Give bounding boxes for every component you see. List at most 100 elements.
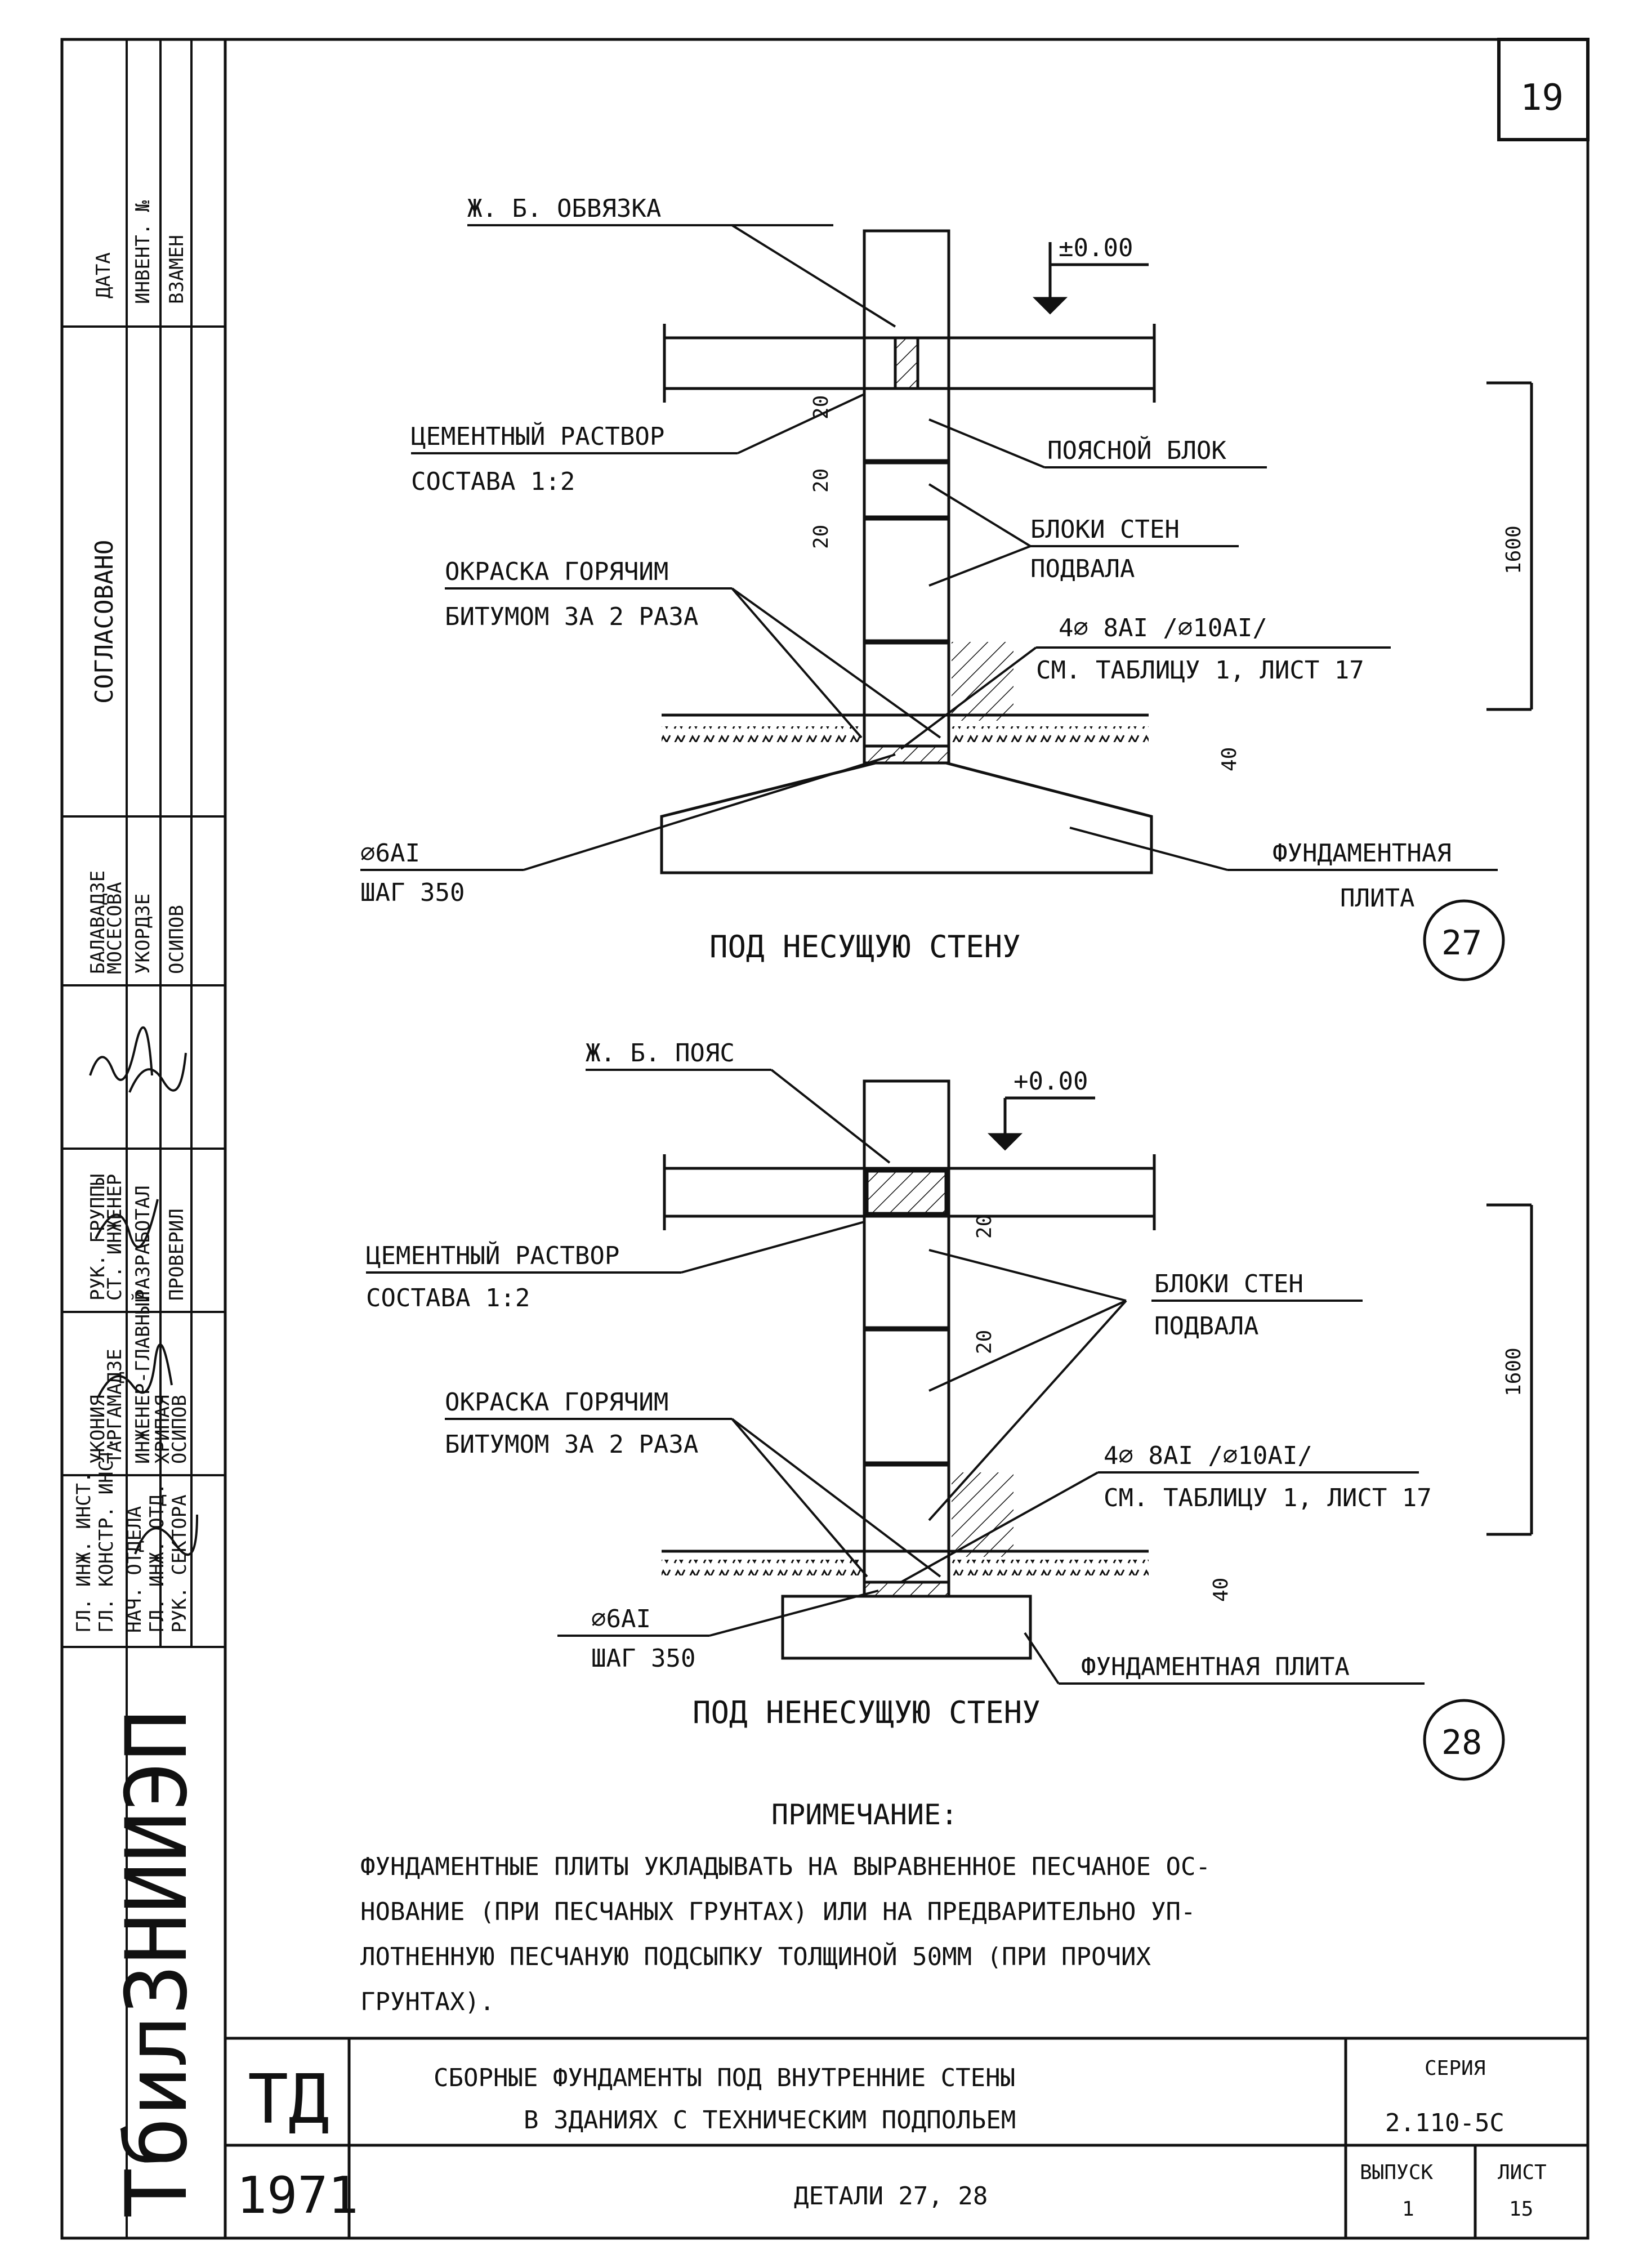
stamp-role-0: ГЛ. ИНЖ. ИНСТ.: [73, 1471, 95, 1633]
d28-caption: ПОД НЕНЕСУЩУЮ СТЕНУ: [693, 1695, 1041, 1730]
d28-blocks-1: БЛОКИ СТЕН: [1154, 1270, 1303, 1298]
stamp-inv: ИНВЕНТ. №: [132, 200, 154, 304]
level-mark-28: [987, 1096, 1095, 1151]
rebar-hatch-27: [952, 642, 1014, 721]
d27-slab-2: ПЛИТА: [1340, 884, 1414, 913]
note-heading: ПРИМЕЧАНИЕ:: [771, 1798, 958, 1831]
sheet-value: 15: [1509, 2198, 1533, 2221]
d27-paint-2: БИТУМОМ ЗА 2 РАЗА: [445, 602, 698, 631]
floor-slab-28: [663, 1154, 1156, 1230]
d27-paint-1: ОКРАСКА ГОРЯЧИМ: [445, 557, 668, 586]
d28-mortar-2: СОСТАВА 1:2: [366, 1284, 530, 1312]
d28-dim-40: 40: [1209, 1578, 1233, 1602]
stamp-role3-3: ПРОВЕРИЛ: [166, 1208, 188, 1301]
stamp-role-2: НАЧ. ОТДЕЛА: [123, 1506, 146, 1633]
stamp-role-3: ГЛ. ИНЖ. ОТД.: [146, 1483, 168, 1633]
d27-dim-1600: 1600: [1502, 525, 1525, 574]
wall-27: [863, 229, 950, 763]
page-number: 19: [1520, 77, 1564, 119]
stamp-role-1: ГЛ. КОНСТР. ИНСТ.: [95, 1437, 118, 1633]
d27-caption: ПОД НЕСУЩУЮ СТЕНУ: [709, 929, 1021, 965]
note-line-4: ГРУНТАХ).: [360, 1988, 494, 2016]
wall-28: [863, 1079, 950, 1596]
d28-rebar-1: 4⌀ 8AI /⌀10AI/: [1104, 1441, 1312, 1470]
series-value: 2.110-5С: [1385, 2109, 1504, 2137]
sheet-label: ЛИСТ: [1498, 2161, 1547, 2184]
stamp-role3-1: СТ. ИНЖЕНЕР: [104, 1174, 126, 1301]
stamp-name-1: МОСЕСОВА: [104, 882, 126, 974]
stamp-role3-0: РУК. ГРУППЫ: [87, 1174, 109, 1301]
title-block: [225, 2037, 1588, 2238]
td-mark: ТД: [248, 2061, 329, 2139]
d27-belt-block: ПОЯСНОЙ БЛОК: [1047, 435, 1226, 465]
stamp-name-2: УКОРДЗЕ: [132, 894, 154, 974]
org-logo: ТбилЗНИИЭП: [108, 1710, 206, 2218]
d27-beam-label: Ж. Б. ОБВЯЗКА: [467, 194, 661, 223]
d27-rebar-1: 4⌀ 8AI /⌀10AI/: [1059, 614, 1267, 642]
ground-27: [662, 713, 1149, 765]
note-line-2: НОВАНИЕ (ПРИ ПЕСЧАНЫХ ГРУНТАХ) ИЛИ НА ПР…: [360, 1898, 1195, 1926]
stamp-role2-1: ТАРГАМАДЗЕ: [104, 1349, 126, 1464]
d28-mortar-1: ЦЕМЕНТНЫЙ РАСТВОР: [366, 1240, 619, 1270]
d28-paint-2: БИТУМОМ ЗА 2 РАЗА: [445, 1430, 698, 1459]
level-mark-27: [1032, 242, 1149, 315]
note-line-3: ЛОТНЕННУЮ ПЕСЧАНУЮ ПОДСЫПКУ ТОЛЩИНОЙ 50М…: [360, 1941, 1151, 1971]
stamp-date: ДАТА: [92, 252, 115, 298]
d28-number: 28: [1441, 1723, 1482, 1762]
stamp-role2-2: ИНЖЕНЕР-ГЛАВНЫЙ: [131, 1291, 154, 1464]
issue-label: ВЫПУСК: [1360, 2161, 1433, 2184]
title-subtitle: ДЕТАЛИ 27, 28: [794, 2182, 988, 2211]
d28-dim-1600: 1600: [1502, 1347, 1525, 1396]
d28-bar-1: ⌀6AI: [591, 1605, 651, 1633]
dim-1600-27: [1486, 381, 1533, 711]
issue-value: 1: [1402, 2198, 1414, 2221]
footing-28: [781, 1595, 1032, 1660]
sheet-frame: [60, 38, 1590, 2240]
stamp-role2-0: УКОНИЯ: [87, 1395, 109, 1464]
stamp-role-4: РУК. СЕКТОРА: [168, 1494, 191, 1633]
d27-mortar-1: ЦЕМЕНТНЫЙ РАСТВОР: [411, 421, 664, 451]
d28-slab: ФУНДАМЕНТНАЯ ПЛИТА: [1081, 1653, 1350, 1681]
d27-number: 27: [1441, 923, 1482, 963]
d27-bar-1: ⌀6AI: [360, 839, 420, 868]
dim-1600-28: [1486, 1203, 1533, 1536]
d27-rebar-2: СМ. ТАБЛИЦУ 1, ЛИСТ 17: [1036, 656, 1364, 685]
ground-28: [662, 1550, 1149, 1598]
detail-27-bubble: [1423, 899, 1505, 981]
d28-belt-label: Ж. Б. ПОЯС: [586, 1039, 735, 1068]
stamp-name-3: ОСИПОВ: [166, 905, 188, 974]
d27-dim-40: 40: [1218, 747, 1241, 771]
d27-dim-20b: 20: [810, 468, 833, 493]
d28-paint-1: ОКРАСКА ГОРЯЧИМ: [445, 1388, 668, 1417]
footing-27: [660, 761, 1153, 874]
d28-level: +0.00: [1014, 1067, 1088, 1096]
stamp-replace: ВЗАМЕН: [166, 235, 188, 304]
stamp-role2-4: ОСИПОВ: [168, 1395, 191, 1464]
d27-slab-1: ФУНДАМЕНТНАЯ: [1273, 839, 1452, 868]
d28-bar-2: ШАГ 350: [591, 1644, 695, 1673]
signatures: [89, 1026, 198, 1556]
d27-blocks-2: ПОДВАЛА: [1030, 555, 1135, 583]
d27-blocks-1: БЛОКИ СТЕН: [1030, 515, 1180, 544]
stamp-name-0: БАЛАВАДЗЕ: [87, 870, 109, 974]
d27-bar-2: ШАГ 350: [360, 878, 465, 907]
floor-slab-27: [663, 324, 1156, 403]
series-label: СЕРИЯ: [1425, 2057, 1485, 2080]
stamp-role2-3: ХРИПАЯ: [151, 1395, 174, 1464]
d27-level: ±0.00: [1059, 234, 1133, 262]
d27-dim-20c: 20: [810, 525, 833, 549]
note-line-1: ФУНДАМЕНТНЫЕ ПЛИТЫ УКЛАДЫВАТЬ НА ВЫРАВНЕ…: [360, 1852, 1211, 1881]
rebar-hatch-28: [952, 1472, 1014, 1557]
title-line-2: В ЗДАНИЯХ С ТЕХНИЧЕСКИМ ПОДПОЛЬЕМ: [524, 2106, 1016, 2135]
d28-blocks-2: ПОДВАЛА: [1154, 1312, 1258, 1341]
d27-dim-20a: 20: [810, 395, 833, 419]
title-line-1: СБОРНЫЕ ФУНДАМЕНТЫ ПОД ВНУТРЕННИЕ СТЕНЫ: [434, 2064, 1015, 2092]
leaders-27: [360, 224, 1498, 871]
side-stamp: [62, 39, 225, 2239]
note-block: ПРИМЕЧАНИЕ: ФУНДАМЕНТНЫЕ ПЛИТЫ УКЛАДЫВАТ…: [360, 1798, 1211, 2016]
year-mark: 1971: [236, 2166, 359, 2225]
detail-28: [366, 1069, 1533, 1781]
d27-mortar-2: СОСТАВА 1:2: [411, 467, 575, 496]
d28-dim-20: 20: [973, 1215, 996, 1239]
